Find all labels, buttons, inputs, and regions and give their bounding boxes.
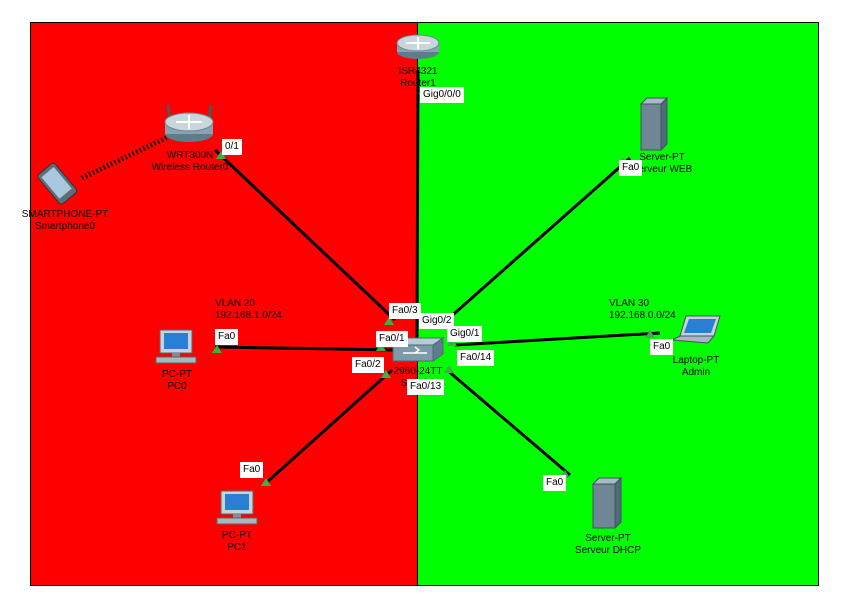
port-router-gig: Gig0/0/0	[420, 87, 464, 103]
smartphone-label: SMARTPHONE-PT Smartphone0	[10, 209, 120, 233]
link-dhcp-switch[interactable]	[446, 368, 571, 477]
port-sw-gig02: Gig0/2	[419, 313, 455, 329]
pc1-label: PC-PT PC1	[210, 530, 264, 554]
status-sw-fa03	[384, 317, 394, 325]
router-icon[interactable]	[396, 34, 440, 59]
pc-icon[interactable]	[155, 329, 197, 364]
server-dhcp-label: Server-PT Serveur DHCP	[568, 533, 648, 557]
pc1-type: PC-PT	[222, 530, 252, 541]
port-sw-fa14: Fa0/14	[457, 350, 495, 366]
server-dhcp-name: Serveur DHCP	[574, 545, 642, 556]
port-web-fa: Fa0	[619, 160, 643, 176]
laptop-name: Admin	[681, 367, 711, 378]
link-web-switch[interactable]	[446, 156, 631, 322]
vlan20-label: VLAN 20 192.168.1.0/24	[215, 298, 282, 322]
link-pc0-switch[interactable]	[214, 345, 396, 352]
pc-icon[interactable]	[216, 490, 258, 525]
smartphone-icon[interactable]	[37, 162, 78, 205]
port-pc0-fa: Fa0	[215, 329, 239, 345]
vlan30-subnet: 192.168.0.0/24	[609, 310, 676, 321]
status-laptop	[645, 330, 655, 338]
port-sw-fa03: Fa0/3	[389, 303, 421, 319]
port-sw-fa02: Fa0/2	[352, 357, 384, 373]
link-wrt-switch[interactable]	[213, 148, 397, 322]
port-dhcp-fa: Fa0	[543, 475, 567, 491]
link-router-switch[interactable]	[415, 69, 420, 346]
server-icon[interactable]	[591, 476, 623, 530]
port-sw-fa01: Fa0/1	[376, 331, 408, 347]
router-type: ISR4321	[398, 66, 438, 77]
link-pc1-switch[interactable]	[264, 368, 394, 485]
pc1-name: PC1	[227, 542, 247, 553]
wireless-router-label: WRT300N Wireless Router0	[140, 150, 240, 174]
link-laptop-switch[interactable]	[454, 331, 661, 347]
laptop-label: Laptop-PT Admin	[666, 355, 726, 379]
wireless-router-icon[interactable]	[164, 104, 214, 142]
router-name: Router1	[400, 78, 436, 89]
status-sw-fa14	[444, 365, 454, 373]
smartphone-name: Smartphone0	[34, 221, 96, 232]
port-pc1-fa: Fa0	[240, 462, 264, 478]
vlan30-label: VLAN 30 192.168.0.0/24	[609, 298, 676, 322]
wireless-router-name: Wireless Router0	[151, 162, 229, 173]
pc0-name: PC0	[167, 381, 187, 392]
server-web-label: Server-PT Serveur WEB	[622, 152, 702, 176]
port-laptop-fa: Fa0	[650, 339, 674, 355]
port-sw-fa13: Fa0/13	[407, 379, 445, 395]
router-label: ISR4321 Router1	[390, 66, 446, 90]
pc0-type: PC-PT	[162, 369, 192, 380]
status-sw-fa02	[381, 370, 391, 378]
server-web-type: Server-PT	[639, 152, 685, 163]
port-wrt: 0/1	[222, 139, 242, 155]
laptop-type: Laptop-PT	[672, 355, 720, 366]
laptop-icon[interactable]	[670, 315, 721, 344]
status-sw-fa01	[376, 343, 386, 351]
wireless-router-type: WRT300N	[166, 150, 214, 161]
server-icon[interactable]	[639, 96, 669, 152]
vlan20-name: VLAN 20	[215, 298, 256, 309]
port-sw-gig01: Gig0/1	[447, 326, 483, 342]
status-wrt	[216, 151, 226, 159]
smartphone-type: SMARTPHONE-PT	[21, 209, 109, 220]
pc0-label: PC-PT PC0	[150, 369, 204, 393]
switch-icon[interactable]	[391, 337, 445, 362]
vlan30-name: VLAN 30	[609, 298, 650, 309]
server-web-name: Serveur WEB	[631, 164, 693, 175]
switch-type: 2960-24TT	[393, 366, 443, 377]
status-sw-gig01	[447, 338, 457, 346]
status-pc1	[261, 478, 271, 486]
server-dhcp-type: Server-PT	[585, 533, 631, 544]
status-pc0	[212, 345, 222, 353]
vlan20-subnet: 192.168.1.0/24	[215, 310, 282, 321]
